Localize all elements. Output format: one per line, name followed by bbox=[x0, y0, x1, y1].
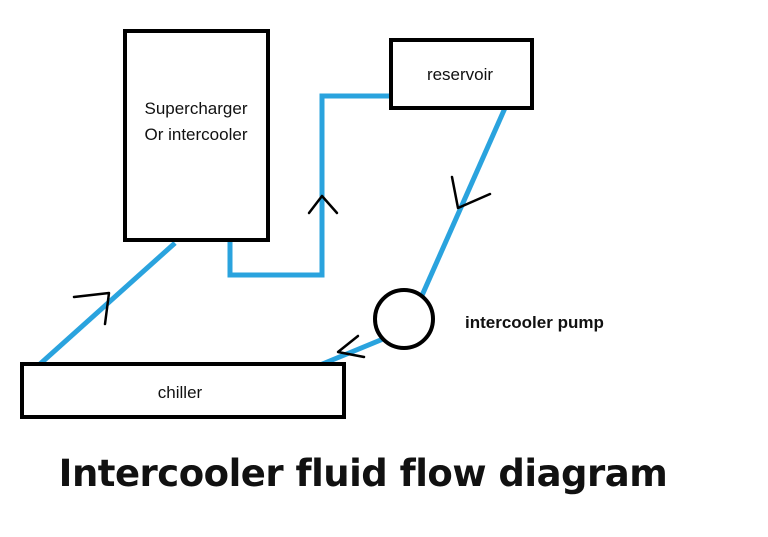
arrow-left-pump-chiller bbox=[336, 334, 366, 359]
supercharger-label-line1: Supercharger bbox=[144, 99, 247, 118]
arrow-up-riser bbox=[307, 194, 339, 215]
chiller-box bbox=[20, 362, 346, 419]
pipe-reservoir-to-pump bbox=[417, 106, 508, 302]
pipe-pump-to-chiller bbox=[319, 336, 384, 368]
arrow-down-reservoir-pump bbox=[450, 175, 492, 210]
supercharger-box bbox=[123, 29, 270, 242]
pipe-supercharger-to-reservoir bbox=[227, 93, 392, 278]
chiller-label: chiller bbox=[158, 383, 203, 402]
reservoir-label: reservoir bbox=[427, 65, 493, 84]
pump-circle bbox=[373, 288, 435, 350]
supercharger-label-line2: Or intercooler bbox=[145, 125, 248, 144]
diagram-title: Intercooler fluid flow diagram bbox=[58, 452, 668, 495]
reservoir-box bbox=[389, 38, 534, 110]
arrow-up-chiller-supercharger bbox=[72, 291, 111, 326]
pump-label: intercooler pump bbox=[465, 313, 604, 332]
